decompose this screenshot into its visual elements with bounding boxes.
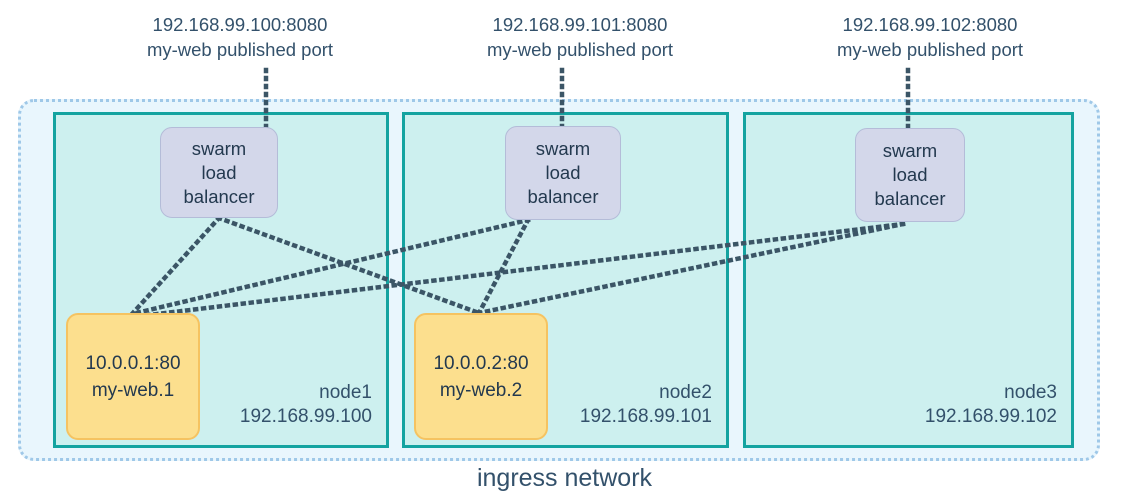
lb-label-line3-node2: balancer bbox=[527, 186, 599, 207]
task-name-my-web-1: my-web.1 bbox=[91, 379, 175, 401]
swarm-load-balancer-node1[interactable]: swarm load balancer bbox=[160, 127, 278, 218]
lb-label-line2-node2: load bbox=[545, 162, 581, 183]
lb-label-line1-node3: swarm bbox=[882, 140, 938, 161]
swarm-load-balancer-node2[interactable]: swarm load balancer bbox=[505, 126, 621, 220]
node-ip-node3: 192.168.99.102 bbox=[924, 406, 1057, 427]
task-address-my-web-2: 10.0.0.2:80 bbox=[433, 352, 529, 374]
task-name-my-web-2: my-web.2 bbox=[439, 379, 523, 401]
published-port-address-node2: 192.168.99.101:8080 bbox=[492, 14, 668, 35]
published-port-caption-node2: my-web published port bbox=[486, 39, 674, 60]
swarm-load-balancer-node3[interactable]: swarm load balancer bbox=[855, 128, 965, 222]
task-address-my-web-1: 10.0.0.1:80 bbox=[85, 352, 181, 374]
task-container-my-web-1[interactable]: 10.0.0.1:80 my-web.1 bbox=[66, 313, 200, 440]
lb-label-line1-node1: swarm bbox=[191, 137, 247, 159]
node-name-node1: node1 bbox=[319, 382, 372, 403]
node-name-node2: node2 bbox=[659, 382, 712, 403]
published-port-caption-node3: my-web published port bbox=[836, 39, 1024, 60]
published-port-caption-node1: my-web published port bbox=[146, 39, 334, 60]
published-port-address-node1: 192.168.99.100:8080 bbox=[152, 14, 328, 35]
lb-label-line3-node3: balancer bbox=[874, 188, 946, 209]
lb-label-line1-node2: swarm bbox=[535, 138, 591, 159]
task-container-my-web-2[interactable]: 10.0.0.2:80 my-web.2 bbox=[414, 313, 548, 440]
ingress-network-label: ingress network bbox=[476, 464, 653, 492]
node-ip-node1: 192.168.99.100 bbox=[239, 406, 372, 427]
node-name-node3: node3 bbox=[1004, 382, 1057, 403]
lb-label-line2-node1: load bbox=[201, 161, 237, 183]
lb-label-line2-node3: load bbox=[892, 164, 928, 185]
node-ip-node2: 192.168.99.101 bbox=[579, 406, 712, 427]
lb-label-line3-node1: balancer bbox=[183, 185, 255, 207]
published-port-label-node1: 192.168.99.100:8080 my-web published por… bbox=[110, 12, 370, 62]
published-port-label-node3: 192.168.99.102:8080 my-web published por… bbox=[800, 12, 1060, 62]
published-port-address-node3: 192.168.99.102:8080 bbox=[842, 14, 1018, 35]
published-port-label-node2: 192.168.99.101:8080 my-web published por… bbox=[450, 12, 710, 62]
